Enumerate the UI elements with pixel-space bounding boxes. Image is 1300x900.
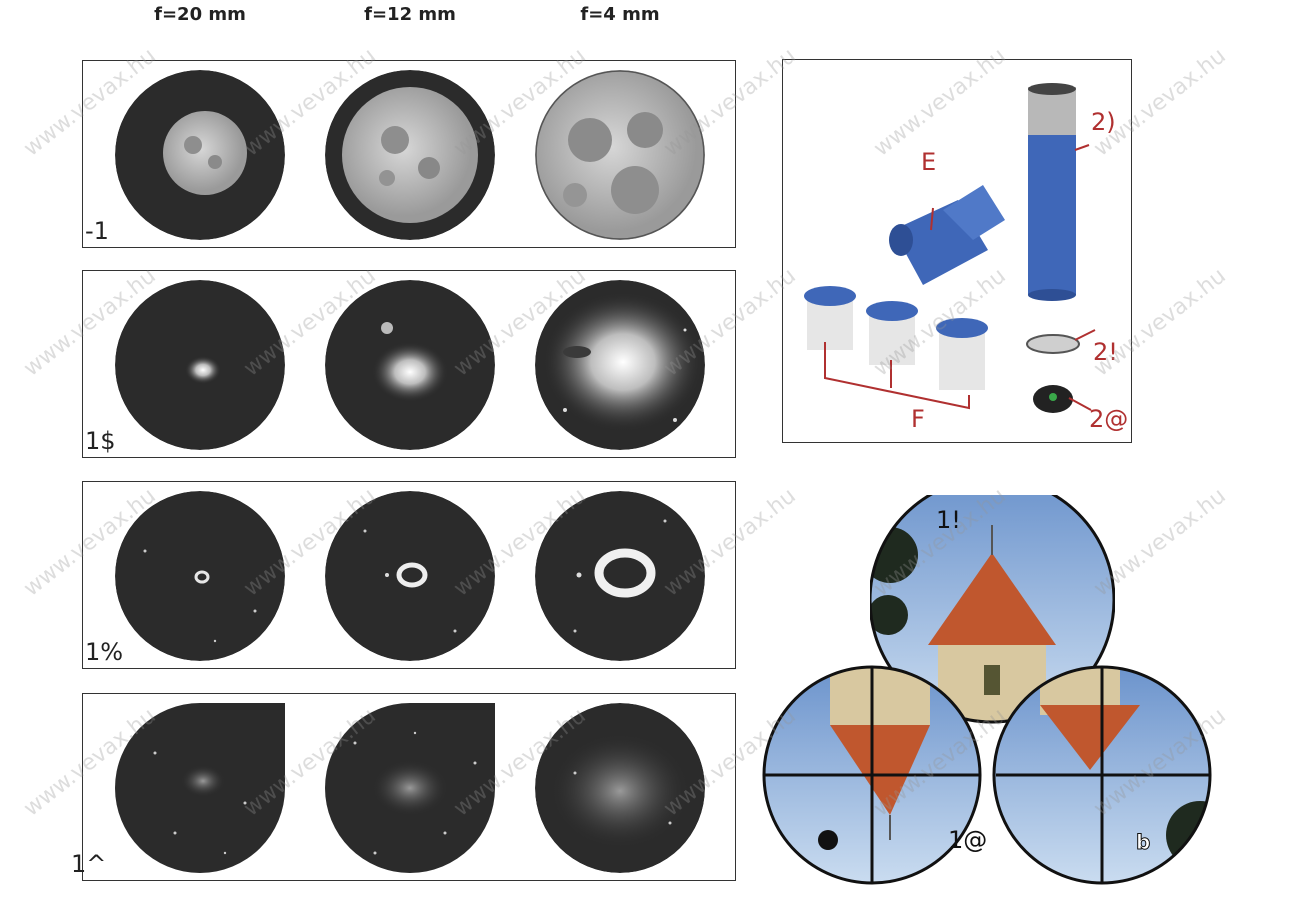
galaxy-view-f12	[325, 703, 495, 873]
row-galaxy: 1^	[71, 693, 736, 881]
galaxy-view-f20	[115, 703, 285, 873]
moon-view-f20	[115, 70, 285, 240]
callout-lens-a: 2!	[1093, 338, 1118, 366]
barlow-tube-icon	[1028, 83, 1076, 301]
column-header-f20: f=20 mm	[154, 4, 246, 25]
ring-view-f12	[325, 491, 495, 661]
tower-label-bottom-right: b	[1135, 830, 1151, 855]
tower-view-inverted-right	[994, 667, 1210, 883]
moon-view-f12	[325, 70, 495, 240]
callout-f: F	[911, 405, 925, 433]
callout-e: E	[921, 148, 937, 176]
tower-label-bottom-center: 1@	[948, 826, 988, 854]
callout-tube: 2)	[1091, 108, 1116, 136]
row-ring-nebula: 1%	[82, 481, 736, 669]
moon-view-f4	[535, 70, 705, 240]
nebula-view-f4	[535, 280, 705, 450]
column-header-f12: f=12 mm	[364, 4, 456, 25]
row-label-moon: -1	[85, 217, 109, 245]
accessories-panel: E 2) 2! 2@ F	[782, 59, 1132, 443]
accessories-illustration	[804, 83, 1096, 413]
tower-views-illustration	[762, 495, 1212, 885]
diagonal-mirror-icon	[889, 185, 1005, 285]
eyepieces-icon	[804, 286, 988, 390]
nebula-view-f12	[325, 280, 495, 450]
tower-view-inverted-left	[764, 667, 980, 883]
ring-view-f20	[115, 491, 285, 661]
tower-label-top: 1!	[936, 506, 961, 534]
callout-lens-b: 2@	[1089, 405, 1129, 433]
row-nebula: 1$	[82, 270, 736, 458]
column-header-f4: f=4 mm	[580, 4, 660, 25]
row-label-nebula: 1$	[85, 427, 116, 455]
ring-view-f4	[535, 491, 705, 661]
row-moon: -1	[82, 60, 736, 248]
lens-caps-icon	[1026, 334, 1080, 413]
row-label-ring-nebula: 1%	[85, 638, 124, 666]
row-label-galaxy: 1^	[71, 850, 107, 878]
nebula-view-f20	[115, 280, 285, 450]
galaxy-view-f4	[535, 703, 705, 873]
